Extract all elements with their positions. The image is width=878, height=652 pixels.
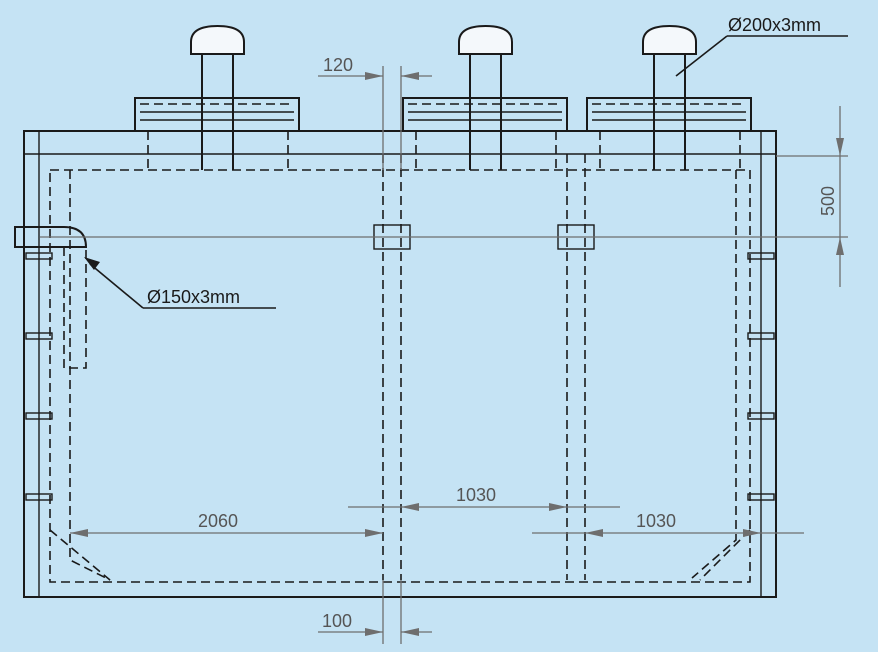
- dimension-vertical-offset: 500: [40, 106, 848, 287]
- dimension-chamber-1: 2060: [70, 511, 383, 537]
- bracket-left-2: [25, 332, 53, 340]
- inlet-pipe-drop: [63, 247, 87, 369]
- bracket-right-4: [747, 493, 775, 501]
- wall-brackets: [25, 252, 775, 501]
- vent-pipe-1: [190, 24, 245, 170]
- dimension-gap-bottom-text: 100: [322, 611, 352, 631]
- bracket-left-1: [25, 252, 53, 260]
- dimension-chamber-2-text: 1030: [456, 485, 496, 505]
- dimension-vertical-offset-text: 500: [818, 186, 838, 216]
- vent-pipe-3: [642, 24, 697, 170]
- bracket-right-2: [747, 332, 775, 340]
- dimension-chamber-1-text: 2060: [198, 511, 238, 531]
- tank-body: [23, 130, 777, 598]
- inlet-pipe-callout-text: Ø150x3mm: [147, 287, 240, 307]
- vent-cap-3: [642, 24, 697, 55]
- inlet-pipe-elbow: [14, 226, 88, 248]
- bracket-right-3: [747, 412, 775, 420]
- inner-fillet-right: [699, 529, 751, 581]
- inner-outline-right: [691, 170, 737, 579]
- dimension-chamber-2: 1030: [348, 485, 620, 511]
- manhole-frame-2: [402, 97, 568, 170]
- bracket-left-4: [25, 493, 53, 501]
- dimension-gap-top: 120: [318, 55, 432, 170]
- dimension-chamber-3: 1030: [532, 511, 804, 537]
- vent-pipe-callout-text: Ø200x3mm: [728, 15, 821, 35]
- dimension-gap-top-text: 120: [323, 55, 353, 75]
- inner-fillet-left: [49, 529, 111, 581]
- partition-2: [557, 154, 595, 580]
- bracket-left-3: [25, 412, 53, 420]
- inner-chamber-outline: [49, 169, 751, 583]
- partition-1: [373, 154, 411, 580]
- inner-outline-left: [69, 170, 111, 581]
- vent-cap-2: [458, 24, 513, 55]
- vent-pipe-2: [458, 24, 513, 170]
- inner-outline-outer: [49, 169, 751, 583]
- bracket-right-1: [747, 252, 775, 260]
- inlet-pipe: [14, 226, 88, 369]
- manhole-frame-1: [134, 97, 300, 170]
- manhole-frame-3: [586, 97, 752, 170]
- tank-outer-wall: [23, 130, 777, 598]
- dimension-gap-bottom: 100: [318, 580, 432, 644]
- callout-inlet-pipe: Ø150x3mm: [84, 257, 276, 309]
- vent-cap-1: [190, 24, 245, 55]
- dimension-chamber-3-text: 1030: [636, 511, 676, 531]
- callout-vent-pipe: Ø200x3mm: [675, 15, 848, 77]
